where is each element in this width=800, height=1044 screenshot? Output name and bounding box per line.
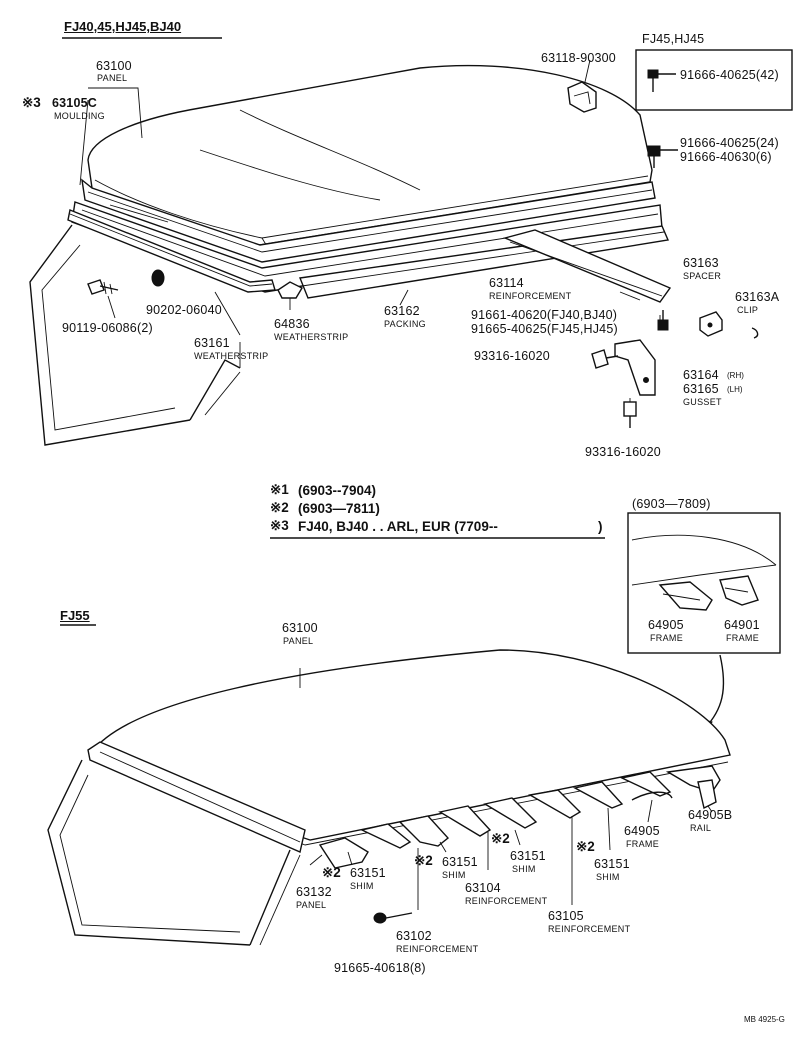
footer-code: MB 4925-G [744, 1015, 785, 1024]
label-panel-63132-number: 63132 [296, 885, 332, 899]
note-1-text: (6903--7904) [298, 483, 377, 498]
label-gusset-name: GUSSET [683, 397, 722, 407]
label-bolt-91665-40618: 91665-40618(8) [334, 961, 426, 975]
label-weatherstrip-64836-number: 64836 [274, 317, 310, 331]
label-shim2-number: 63151 [442, 855, 478, 869]
label-shim3-name: SHIM [512, 864, 536, 874]
part-63118-90300-clip [567, 81, 597, 113]
screw-93316-a [591, 349, 619, 369]
label-detail-frame1-name: FRAME [650, 633, 683, 643]
clip-63163A [751, 327, 759, 339]
vehicle-body-outline-top [29, 224, 241, 446]
label-shim1-name: SHIM [350, 881, 374, 891]
label-rail-name: RAIL [690, 823, 712, 833]
spacer-63163 [699, 311, 723, 337]
label-moulding-mark: ※3 [22, 95, 41, 110]
bolt-91666-top [647, 145, 678, 168]
label-gusset-lh-number: 63165 [683, 382, 719, 396]
label-reinforcement-63105-number: 63105 [548, 909, 584, 923]
detail-range: (6903—7809) [632, 497, 711, 511]
label-reinforcement-63114-number: 63114 [489, 276, 524, 290]
label-bolt-6: 91666-40630(6) [680, 150, 772, 164]
label-shim2-name: SHIM [442, 870, 466, 880]
label-gusset-lh-tag: (LH) [727, 385, 743, 394]
label-shim2-mark: ※2 [414, 853, 433, 868]
note-2-mark: ※2 [270, 500, 289, 515]
label-bolt-91661: 91661-40620(FJ40,BJ40) [471, 308, 618, 322]
weatherstrip-64836 [277, 281, 303, 299]
inset-header-fj45: FJ45,HJ45 [642, 32, 705, 46]
label-reinforcement-63104-name: REINFORCEMENT [465, 896, 548, 906]
label-inset-bolt: 91666-40625(42) [680, 68, 779, 82]
label-bolt-91665: 91665-40625(FJ45,HJ45) [471, 322, 618, 336]
section-header-fj40: FJ40,45,HJ45,BJ40 [64, 19, 182, 34]
label-moulding-number: 63105C [52, 96, 97, 110]
label-spacer-name: SPACER [683, 271, 722, 281]
label-screw-90119: 90119-06086(2) [62, 321, 153, 335]
label-gusset-rh-number: 63164 [683, 368, 719, 382]
detail-box [627, 512, 781, 654]
screw-90119 [87, 279, 119, 295]
section-header-fj55: FJ55 [60, 608, 90, 623]
label-detail-frame2-number: 64901 [724, 618, 760, 632]
note-3-end: ) [598, 519, 603, 534]
label-bolt-24: 91666-40625(24) [680, 136, 779, 150]
label-packing-number: 63162 [384, 304, 420, 318]
label-shim1-mark: ※2 [322, 865, 341, 880]
label-weatherstrip-64836-name: WEATHERSTRIP [274, 332, 349, 342]
label-reinforcement-63102-name: REINFORCEMENT [396, 944, 479, 954]
label-fj55-panel-number: 63100 [282, 621, 318, 635]
label-reinforcement-63102-number: 63102 [396, 929, 432, 943]
reinforcement-63114 [502, 229, 672, 303]
label-packing-name: PACKING [384, 319, 426, 329]
label-screw-93316-a: 93316-16020 [474, 349, 550, 363]
label-reinforcement-63105-name: REINFORCEMENT [548, 924, 631, 934]
label-reinforcement-63114-name: REINFORCEMENT [489, 291, 572, 301]
label-clip-number: 63163A [735, 290, 780, 304]
label-panel-name: PANEL [97, 73, 128, 83]
label-screw-93316-b: 93316-16020 [585, 445, 661, 459]
bolt-91661 [657, 310, 669, 331]
label-detail-frame2-name: FRAME [726, 633, 759, 643]
label-63118-90300: 63118-90300 [541, 51, 616, 65]
label-shim4-mark: ※2 [576, 839, 595, 854]
label-shim4-number: 63151 [594, 857, 630, 871]
gusset-63164 [614, 339, 656, 396]
label-panel-number: 63100 [96, 59, 132, 73]
label-shim3-number: 63151 [510, 849, 546, 863]
label-nut-90202: 90202-06040 [146, 303, 222, 317]
weatherstrip-63161 [67, 209, 276, 293]
label-frame-64905-name: FRAME [626, 839, 659, 849]
inset-box-fj45 [635, 49, 793, 111]
reinforcement-ribs-bottom [318, 765, 721, 869]
label-shim3-mark: ※2 [491, 831, 510, 846]
label-gusset-rh-tag: (RH) [727, 371, 744, 380]
frame-64905-bottom [631, 779, 717, 810]
bolt-91665 [373, 912, 413, 924]
label-moulding-name: MOULDING [54, 111, 105, 121]
note-2-text: (6903—7811) [298, 501, 380, 516]
label-reinforcement-63104-number: 63104 [465, 881, 501, 895]
hardtop-panel-bottom [87, 649, 731, 853]
screw-93316-b [623, 401, 637, 428]
vehicle-body-outline-bottom [47, 759, 301, 946]
label-rail-number: 64905B [688, 808, 733, 822]
note-1-mark: ※1 [270, 482, 289, 497]
label-shim4-name: SHIM [596, 872, 620, 882]
leader-lines-bottom [299, 668, 713, 910]
label-spacer-number: 63163 [683, 256, 719, 270]
label-fj55-panel-name: PANEL [283, 636, 314, 646]
nut-90202 [151, 269, 165, 287]
label-weatherstrip-63161-name: WEATHERSTRIP [194, 351, 269, 361]
note-3-text: FJ40, BJ40 . . ARL, EUR (7709-- [298, 519, 498, 534]
label-shim1-number: 63151 [350, 866, 386, 880]
label-clip-name: CLIP [737, 305, 759, 315]
label-frame-64905-number: 64905 [624, 824, 660, 838]
label-weatherstrip-63161-number: 63161 [194, 336, 230, 350]
note-3-mark: ※3 [270, 518, 289, 533]
label-panel-63132-name: PANEL [296, 900, 327, 910]
label-detail-frame1-number: 64905 [648, 618, 684, 632]
